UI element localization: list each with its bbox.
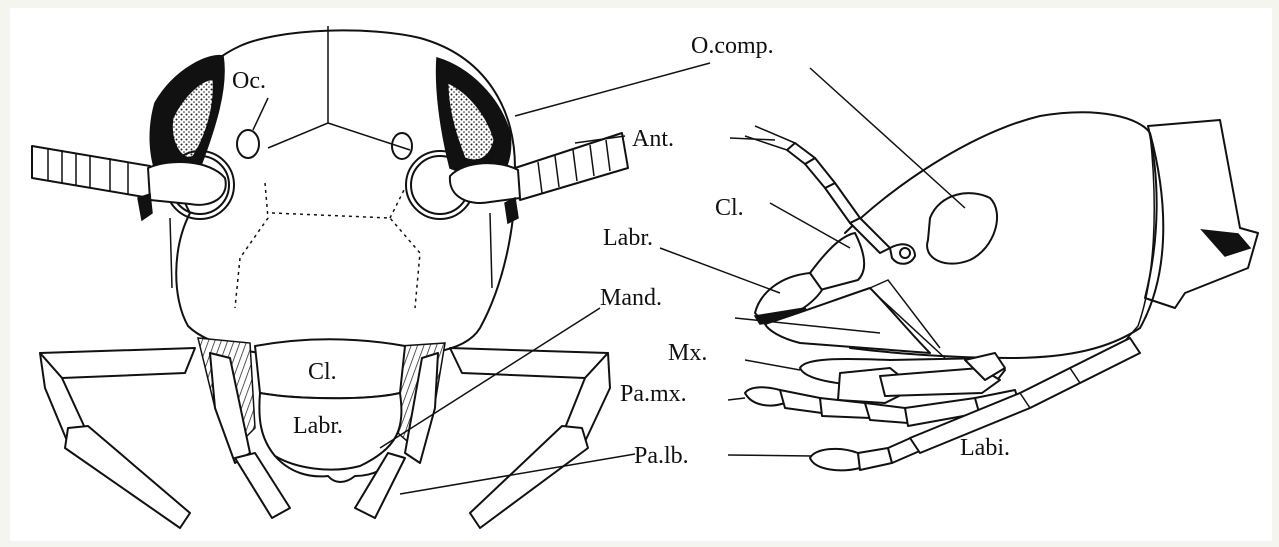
compound-eye-side: [927, 193, 997, 263]
labium-side: [910, 338, 1140, 453]
pronotum: [1145, 120, 1258, 308]
ocellus-left: [237, 130, 259, 158]
ocellus-right: [392, 133, 412, 159]
label-labial-palp: Pa.lb.: [634, 443, 689, 469]
labial-palp-side: [810, 436, 922, 470]
label-compound-eye: O.comp.: [691, 33, 774, 59]
insect-head-diagram: Oc. O.comp. Ant. Cl. Labr. Mand. Mx. Pa.…: [10, 8, 1272, 541]
label-labrum-front: Labr.: [293, 413, 343, 439]
label-antenna: Ant.: [632, 126, 674, 152]
label-ocellus: Oc.: [232, 68, 266, 94]
label-mandible: Mand.: [600, 285, 662, 311]
figure-panel: Oc. O.comp. Ant. Cl. Labr. Mand. Mx. Pa.…: [10, 8, 1272, 541]
label-maxillary-palp: Pa.mx.: [620, 381, 687, 407]
foreleg-left: [40, 348, 250, 528]
label-labium: Labi.: [960, 435, 1010, 461]
label-clypeus-side: Cl.: [715, 195, 744, 221]
maxilla-side: [800, 353, 1005, 403]
label-maxilla: Mx.: [668, 340, 707, 366]
side-view-head: [745, 112, 1258, 470]
front-view-head: [32, 26, 628, 528]
foreleg-right: [405, 348, 610, 528]
label-clypeus-front: Cl.: [308, 359, 337, 385]
label-labrum-side: Labr.: [603, 225, 653, 251]
